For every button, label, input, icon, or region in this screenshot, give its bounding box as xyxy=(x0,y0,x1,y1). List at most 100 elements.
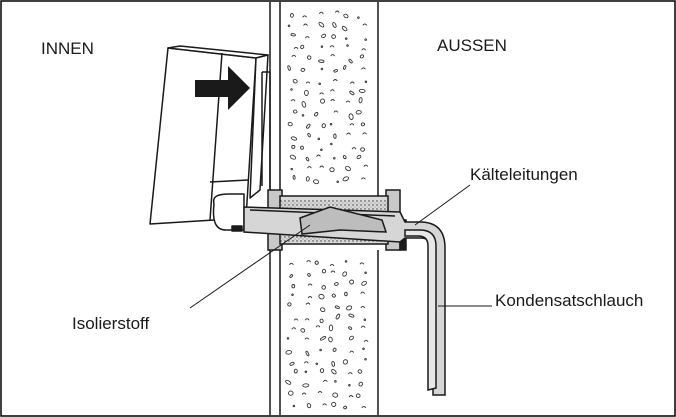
aggregate-grain xyxy=(331,401,337,407)
aggregate-grain xyxy=(305,176,310,182)
aggregate-grain xyxy=(318,11,324,14)
aggregate-grain xyxy=(348,395,354,398)
aggregate-grain xyxy=(344,291,348,297)
aggregate-grain xyxy=(333,156,336,160)
aggregate-grain xyxy=(300,328,306,333)
aggregate-grain xyxy=(319,348,322,352)
aggregate-grain xyxy=(321,33,327,39)
aggregate-grain xyxy=(291,144,296,149)
aggregate-grain xyxy=(363,164,369,167)
aggregate-grain xyxy=(320,148,323,152)
aggregate-grain xyxy=(330,270,336,273)
aggregate-grain xyxy=(346,132,351,135)
aggregate-grain xyxy=(289,154,297,160)
aggregate-grain xyxy=(302,383,310,388)
aggregate-grain xyxy=(305,157,310,162)
aggregate-grain xyxy=(300,145,304,150)
aggregate-grain xyxy=(319,336,327,341)
aggregate-grain xyxy=(301,392,307,395)
leader-refrigerant-lines xyxy=(414,184,471,226)
insulation-label: Isolierstoff xyxy=(72,314,150,333)
refrigerant-lines-label: Kälteleitungen xyxy=(470,165,578,184)
aggregate-grain xyxy=(314,112,319,117)
aggregate-grain xyxy=(319,318,324,324)
aggregate-grain xyxy=(305,81,311,84)
aggregate-grain xyxy=(332,22,337,28)
aggregate-grain xyxy=(302,15,307,18)
aggregate-grain xyxy=(291,293,294,297)
aggregate-grain xyxy=(343,405,348,410)
aggregate-grain xyxy=(363,318,367,322)
aggregate-grain xyxy=(307,132,311,138)
aggregate-grain xyxy=(288,390,294,396)
aggregate-grain xyxy=(319,165,325,168)
aggregate-grain xyxy=(363,339,369,343)
aggregate-grain xyxy=(293,318,299,321)
condensate-hose xyxy=(404,229,437,391)
aggregate-grain xyxy=(347,372,353,375)
aggregate-grain xyxy=(356,154,362,160)
aggregate-grain xyxy=(301,101,307,108)
aggregate-grain xyxy=(318,293,325,300)
aggregate-grain xyxy=(361,67,366,70)
aggregate-grain xyxy=(290,99,296,102)
condensate-hose-label: Kondensatschlauch xyxy=(495,291,644,310)
aggregate-grain xyxy=(306,260,312,263)
aggregate-grain xyxy=(349,81,355,84)
aggregate-grain xyxy=(348,326,353,330)
aggregate-grain xyxy=(336,180,339,184)
aggregate-grain xyxy=(289,361,295,366)
aggregate-grain xyxy=(348,384,351,387)
aggregate-grain xyxy=(359,54,365,59)
aggregate-grain xyxy=(287,65,291,71)
aggregate-grain xyxy=(291,284,296,289)
aggregate-grain xyxy=(304,370,308,374)
insulation-wedge xyxy=(299,206,388,235)
aggregate-grain xyxy=(360,147,366,152)
aggregate-grain xyxy=(364,357,367,361)
aggregate-grain xyxy=(330,89,335,92)
aggregate-grain xyxy=(304,36,310,39)
aggregate-grain xyxy=(322,403,327,406)
aggregate-grain xyxy=(341,25,348,32)
aggregate-grain xyxy=(314,260,319,265)
aggregate-grain xyxy=(306,403,312,409)
aggregate-grain xyxy=(303,23,308,26)
aggregate-grain xyxy=(304,89,309,96)
aggregate-grain xyxy=(307,296,313,299)
aggregate-grain xyxy=(290,167,293,171)
aggregate-grain xyxy=(317,137,321,141)
aggregate-grain xyxy=(343,65,347,70)
aggregate-grain xyxy=(293,368,298,374)
aggregate-grain xyxy=(300,44,305,50)
aggregate-grain xyxy=(332,79,338,82)
aggregate-grain xyxy=(355,110,362,115)
aggregate-grain xyxy=(360,305,366,309)
aggregate-grain xyxy=(364,271,367,275)
aggregate-grain xyxy=(329,45,335,48)
aggregate-grain xyxy=(289,274,294,278)
aggregate-grain xyxy=(320,67,324,71)
aggregate-grain xyxy=(355,393,361,398)
aggregate-grain xyxy=(318,59,325,63)
aggregate-grain xyxy=(287,121,293,127)
aggregate-grain xyxy=(318,82,321,86)
aggregate-grain xyxy=(307,166,312,169)
aggregate-grain xyxy=(357,16,360,19)
aggregate-grain xyxy=(286,337,290,340)
aggregate-grain xyxy=(304,318,310,321)
aggregate-grain xyxy=(345,100,351,103)
aggregate-grain xyxy=(321,268,327,274)
wall-aggregate xyxy=(285,10,369,410)
indoor-unit xyxy=(149,45,271,232)
aggregate-grain xyxy=(351,147,357,150)
aggregate-grain xyxy=(315,325,321,328)
aggregate-grain xyxy=(300,67,306,72)
aggregate-grain xyxy=(330,142,333,146)
aggregate-grain xyxy=(301,114,305,117)
aggregate-grain xyxy=(331,361,335,367)
aggregate-grain xyxy=(319,92,324,95)
aggregate-grain xyxy=(329,263,335,267)
